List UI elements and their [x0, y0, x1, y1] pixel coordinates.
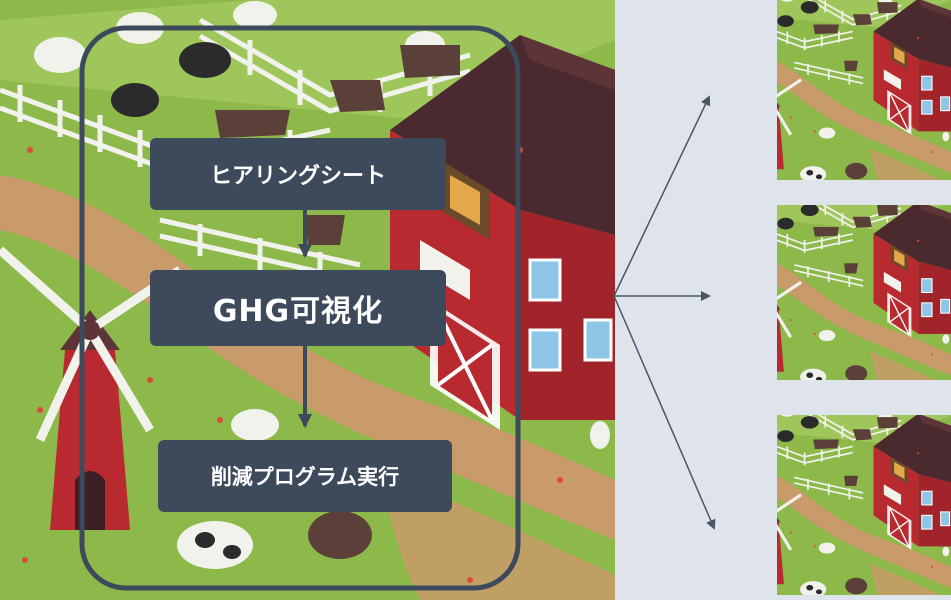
- step-label: ヒアリングシート: [209, 164, 386, 189]
- step-label: GHG可視化: [212, 294, 384, 329]
- branch-arrow-top: [613, 95, 711, 297]
- branch-arrow-bottom: [613, 295, 716, 530]
- step-hearing-sheet: ヒアリングシート: [150, 138, 446, 210]
- farm-thumbnail-icon: [777, 0, 951, 180]
- step-reduction-program: 削減プログラム実行: [158, 440, 452, 512]
- farm-thumbnail-icon: [777, 205, 951, 380]
- process-frame: [79, 25, 521, 591]
- farm-thumbnail-icon: [777, 415, 951, 595]
- step-label: 削減プログラム実行: [210, 465, 400, 489]
- step-ghg-visualization: GHG可視化: [150, 270, 446, 346]
